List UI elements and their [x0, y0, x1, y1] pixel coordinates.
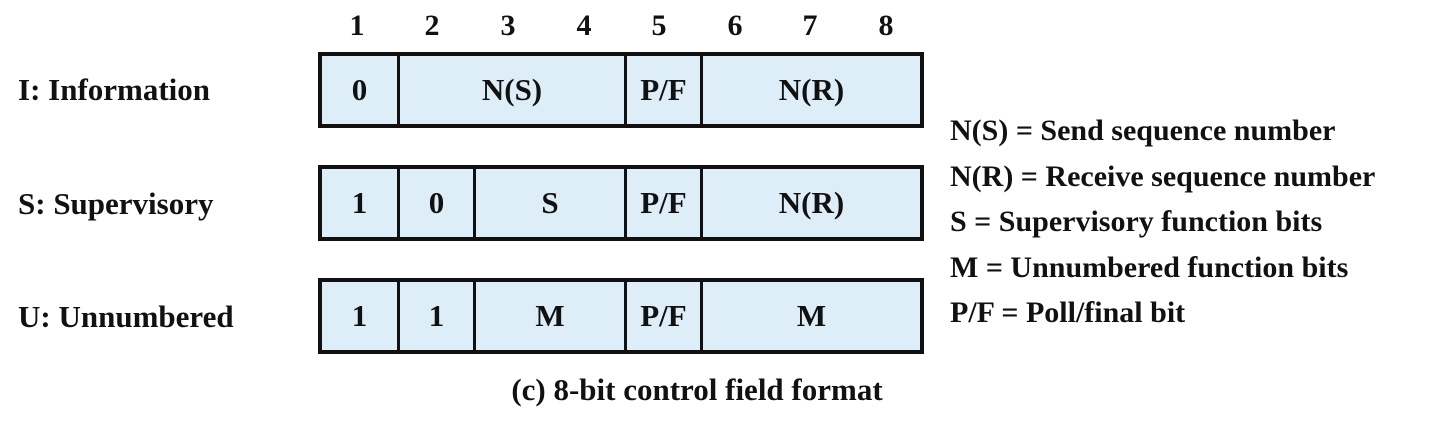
- legend-item-s: S = Supervisory function bits: [950, 205, 1323, 238]
- bit-number-4: 4: [576, 9, 592, 42]
- control-field-information: 0 N(S) P/F N(R): [318, 52, 924, 128]
- cell-ns: N(S): [397, 56, 624, 124]
- bit-number-7: 7: [802, 9, 818, 42]
- bit-number-6: 6: [727, 9, 743, 42]
- legend-item-nr: N(R) = Receive sequence number: [950, 159, 1376, 193]
- bit-number-5: 5: [651, 9, 667, 42]
- bit-number-1: 1: [349, 9, 365, 42]
- cell-nr: N(R): [700, 169, 920, 237]
- control-field-unnumbered: 1 1 M P/F M: [318, 278, 924, 354]
- cell-pf: P/F: [624, 56, 700, 124]
- row-label-supervisory: S: Supervisory: [18, 186, 214, 221]
- cell-bit2: 1: [397, 282, 473, 350]
- row-label-information: I: Information: [18, 72, 211, 107]
- cell-pf: P/F: [624, 282, 700, 350]
- cell-bit1: 1: [351, 185, 368, 220]
- legend-item-m: M = Unnumbered function bits: [950, 250, 1349, 284]
- legend-item-pf: P/F = Poll/final bit: [950, 296, 1186, 329]
- bit-number-8: 8: [878, 9, 894, 42]
- cell-bit1: 1: [351, 298, 368, 333]
- control-field-supervisory: 1 0 S P/F N(R): [318, 165, 924, 241]
- legend-item-ns: N(S) = Send sequence number: [950, 114, 1336, 147]
- cell-pf: P/F: [624, 169, 700, 237]
- cell-s: S: [473, 169, 624, 237]
- legend: N(S) = Send sequence number N(R) = Recei…: [950, 108, 1375, 336]
- figure-caption: (c) 8-bit control field format: [511, 372, 883, 407]
- cell-m: M: [473, 282, 624, 350]
- cell-m-right: M: [700, 282, 920, 350]
- cell-bit1: 0: [351, 72, 368, 107]
- cell-nr: N(R): [700, 56, 920, 124]
- cell-bit2: 0: [397, 169, 473, 237]
- bit-number-3: 3: [500, 9, 516, 42]
- bit-number-2: 2: [424, 9, 440, 42]
- row-label-unnumbered: U: Unnumbered: [18, 299, 234, 334]
